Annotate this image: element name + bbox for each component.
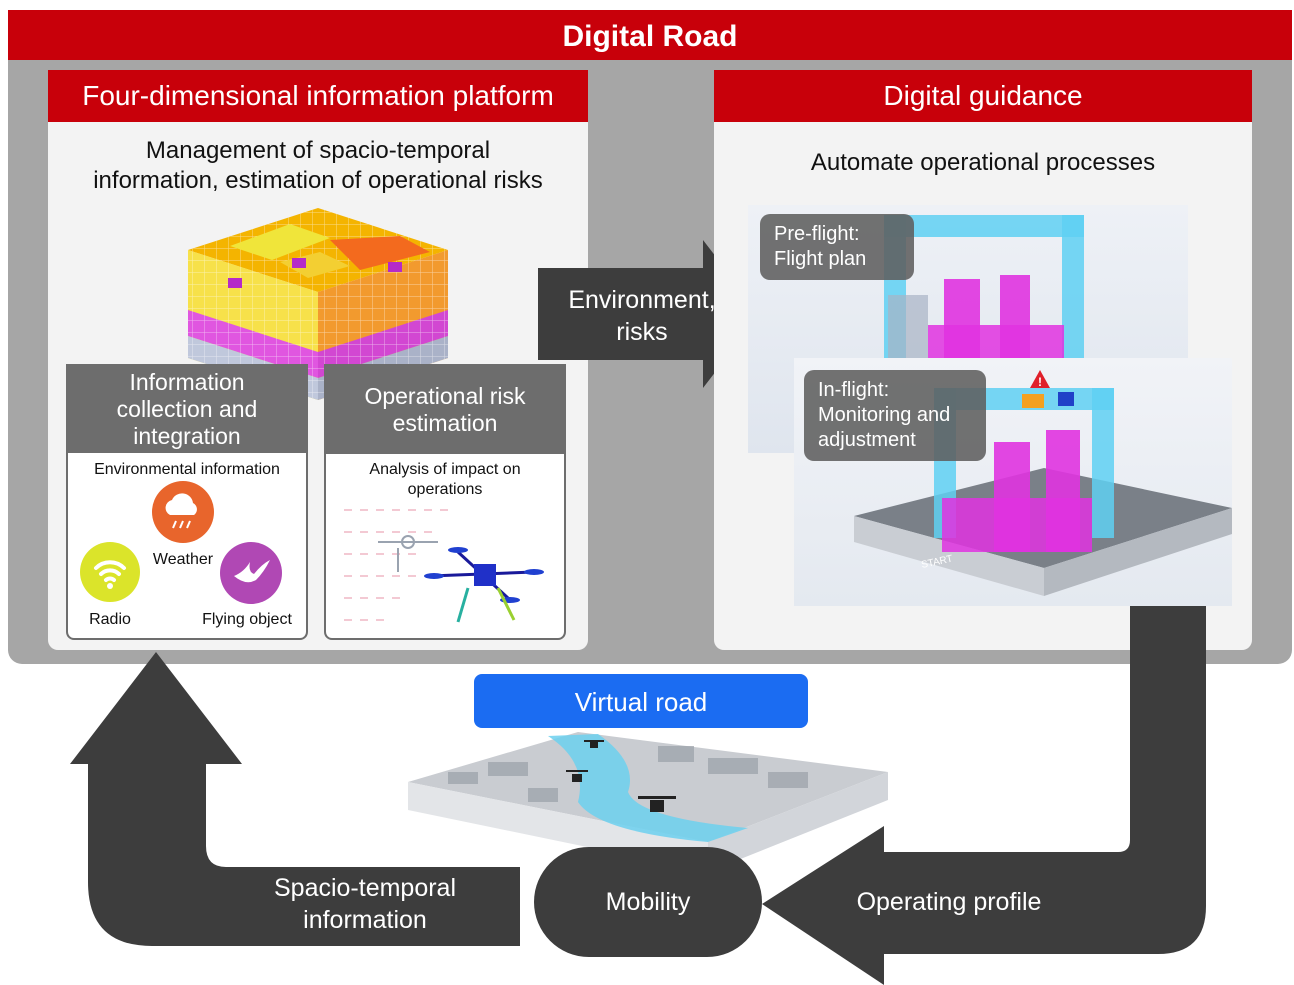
drone-wind-analysis-image bbox=[344, 509, 544, 623]
weather-icon bbox=[152, 481, 214, 543]
preflight-label: Pre-flight: Flight plan bbox=[760, 214, 914, 280]
spacio-temporal-label: Spacio-temporal information bbox=[236, 872, 494, 936]
risk-title-line2: estimation bbox=[392, 410, 498, 436]
operating-profile-arrow bbox=[762, 606, 1206, 985]
inflight-image: ! START bbox=[794, 358, 1232, 606]
inflight-label: In-flight: Monitoring and adjustment bbox=[804, 370, 986, 461]
spacio-temporal-line1: Spacio-temporal bbox=[273, 874, 457, 902]
four-dimensional-platform-title: Four-dimensional information platform bbox=[48, 70, 588, 122]
flying-object-label: Flying object bbox=[202, 611, 292, 628]
environmental-information-label: Environmental information bbox=[94, 461, 280, 478]
preflight-line1: Pre-flight: bbox=[774, 223, 860, 245]
preflight-line2: Flight plan bbox=[774, 248, 867, 270]
radio-label: Radio bbox=[89, 611, 131, 628]
operating-profile-label: Operating profile bbox=[856, 888, 1042, 916]
voxel-cube-illustration bbox=[188, 208, 448, 400]
platform-heading-line2: information, estimation of operational r… bbox=[93, 167, 543, 194]
environment-risks-label: Environment, risks bbox=[542, 284, 742, 348]
inflight-line3: adjustment bbox=[818, 429, 916, 451]
risk-title-line1: Operational risk bbox=[364, 383, 526, 409]
spacio-temporal-arrow bbox=[70, 652, 520, 946]
flying-object-icon bbox=[220, 542, 282, 604]
environment-risks-line1: Environment, bbox=[568, 286, 716, 314]
digital-guidance-title: Digital guidance bbox=[714, 70, 1252, 122]
mobility-node: Mobility bbox=[534, 847, 762, 957]
info-title-line3: integration bbox=[133, 423, 241, 449]
weather-label: Weather bbox=[152, 551, 214, 568]
svg-text:!: ! bbox=[1038, 375, 1042, 389]
operational-risk-box: Operational risk estimation Analysis of … bbox=[324, 364, 566, 640]
inflight-line2: Monitoring and bbox=[818, 404, 951, 426]
info-title-line1: Information bbox=[129, 369, 245, 395]
risk-subtitle-line2: operations bbox=[407, 481, 483, 498]
radio-icon bbox=[80, 542, 140, 602]
info-title-line2: collection and bbox=[116, 396, 258, 422]
operational-risk-title: Operational risk estimation bbox=[326, 366, 564, 454]
inflight-line1: In-flight: bbox=[818, 379, 890, 401]
virtual-road-label: Virtual road bbox=[474, 674, 808, 728]
environment-risks-arrow bbox=[538, 240, 760, 388]
virtual-road-map bbox=[408, 732, 888, 872]
information-collection-title: Information collection and integration bbox=[68, 366, 306, 453]
digital-road-banner: Digital Road bbox=[8, 10, 1292, 62]
spacio-temporal-line2: information bbox=[303, 906, 427, 934]
risk-subtitle-line1: Analysis of impact on bbox=[369, 461, 521, 478]
digital-guidance-heading: Automate operational processes bbox=[810, 149, 1156, 176]
environment-risks-line2: risks bbox=[616, 318, 668, 346]
platform-heading-line1: Management of spacio-temporal bbox=[145, 137, 491, 164]
